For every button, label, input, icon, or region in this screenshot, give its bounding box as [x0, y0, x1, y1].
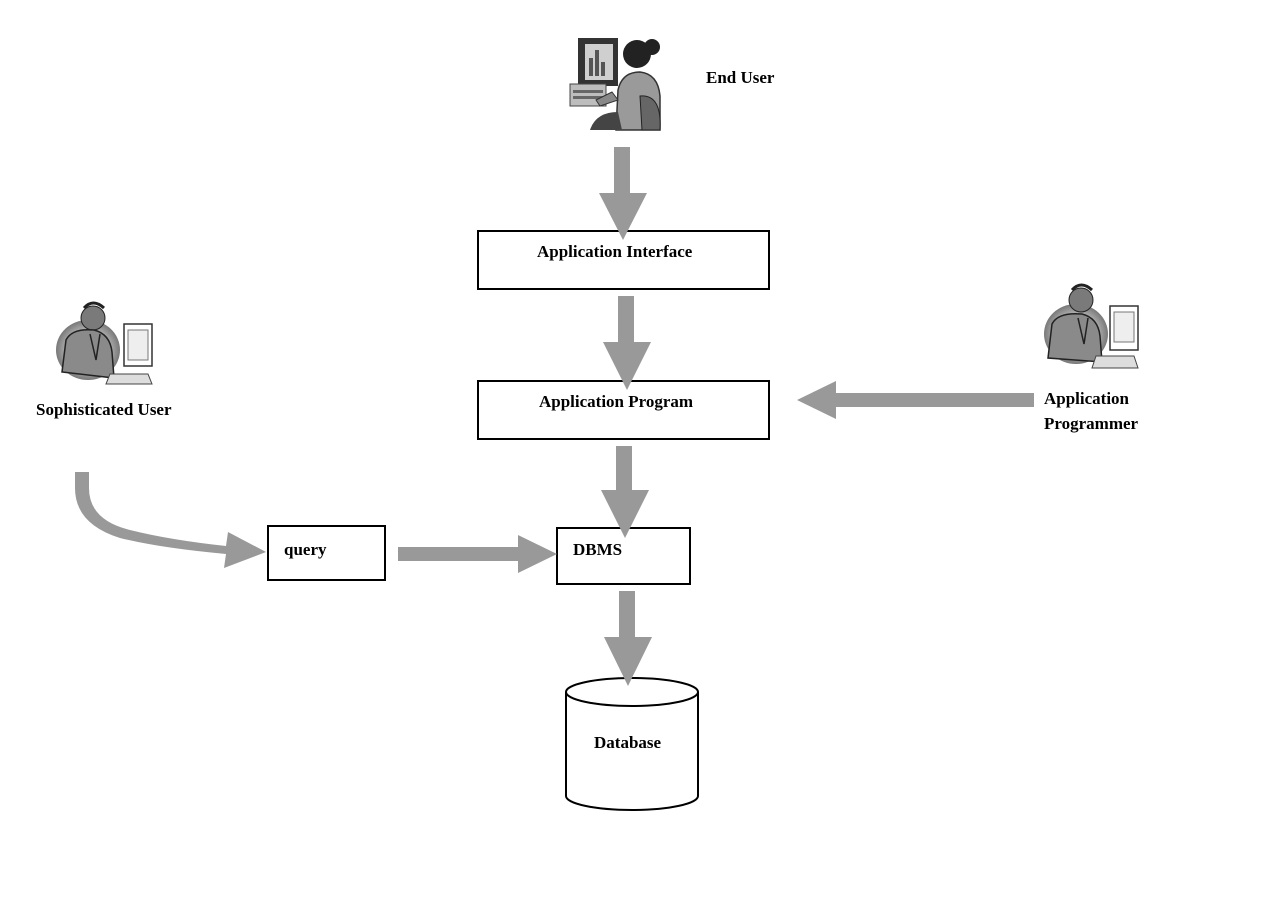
application-interface-box	[477, 230, 770, 290]
arrow-query-to-dbms	[398, 535, 557, 573]
arrow-end-user-to-interface	[599, 147, 647, 240]
dbms-label: DBMS	[573, 540, 622, 559]
application-interface-label: Application Interface	[537, 242, 693, 261]
man-at-computer-icon	[56, 301, 153, 385]
application-programmer-label-line2: Programmer	[1044, 414, 1139, 433]
application-program-box	[477, 380, 770, 440]
dbms-box	[556, 527, 691, 585]
woman-at-computer-icon	[569, 38, 661, 131]
application-programmer-label-line1: Application	[1044, 389, 1130, 408]
arrow-dbms-to-database	[604, 591, 652, 686]
sophisticated-user-label: Sophisticated User	[36, 400, 172, 419]
database-cylinder	[565, 677, 699, 811]
end-user-label: End User	[706, 68, 775, 87]
arrow-programmer-to-program	[797, 381, 1034, 419]
arrow-interface-to-program	[603, 296, 651, 390]
arrow-sophisticated-user-to-query	[75, 472, 266, 568]
query-label: query	[284, 540, 327, 559]
man-at-computer-icon	[1044, 283, 1139, 369]
database-label: Database	[594, 733, 662, 752]
query-box	[267, 525, 386, 581]
application-program-label: Application Program	[539, 392, 693, 411]
arrow-program-to-dbms	[601, 446, 649, 538]
